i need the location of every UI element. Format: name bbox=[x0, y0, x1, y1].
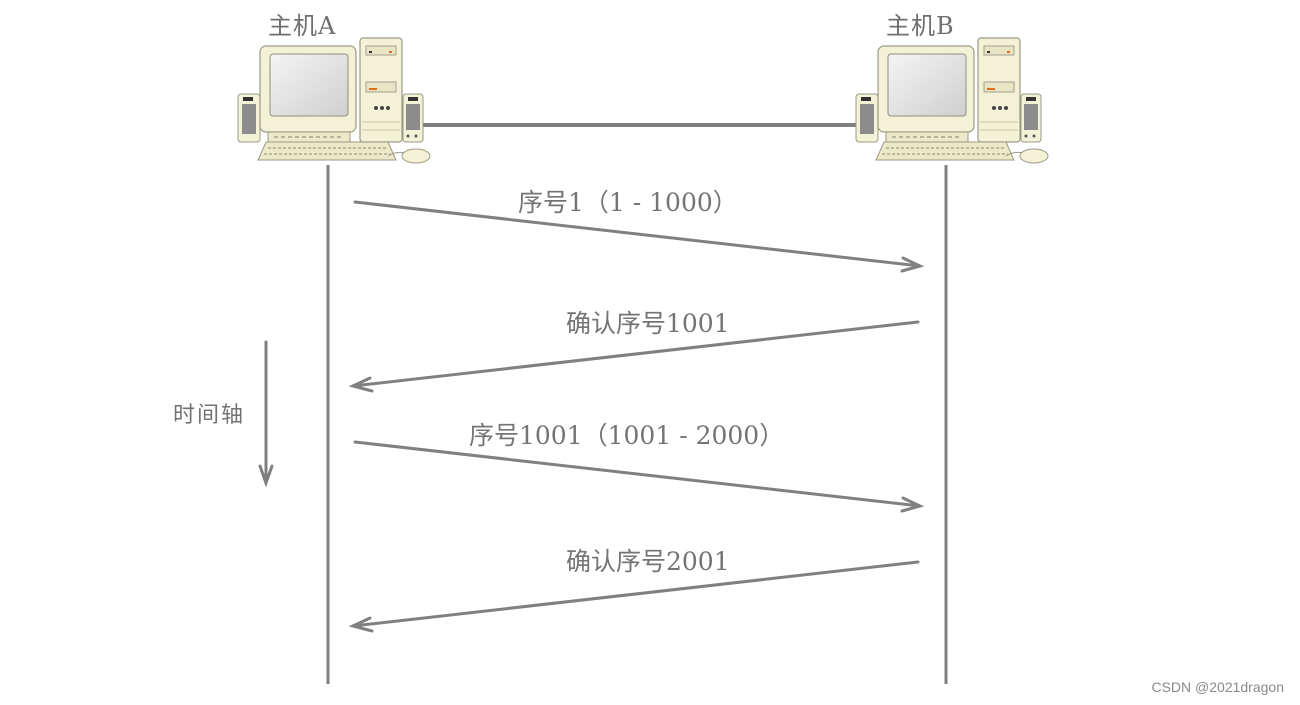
message-label-4: 确认序号2001 bbox=[566, 547, 730, 576]
message-arrow-2 bbox=[348, 320, 920, 393]
watermark: CSDN @2021dragon bbox=[1151, 679, 1284, 695]
message-arrow-3 bbox=[353, 440, 925, 513]
message-label-2: 确认序号1001 bbox=[566, 309, 730, 338]
host-a-computer-icon bbox=[237, 37, 431, 164]
time-axis-arrow bbox=[258, 340, 274, 488]
time-axis-label: 时间轴 bbox=[173, 403, 246, 428]
message-arrow-1 bbox=[353, 200, 925, 273]
host-b-label: 主机B bbox=[886, 12, 955, 40]
message-label-3: 序号1001（1001 - 2000） bbox=[469, 421, 785, 450]
message-arrow-4 bbox=[348, 560, 920, 633]
message-label-1: 序号1（1 - 1000） bbox=[518, 188, 738, 217]
host-a-label: 主机A bbox=[268, 12, 337, 40]
host-b-computer-icon bbox=[855, 37, 1049, 164]
